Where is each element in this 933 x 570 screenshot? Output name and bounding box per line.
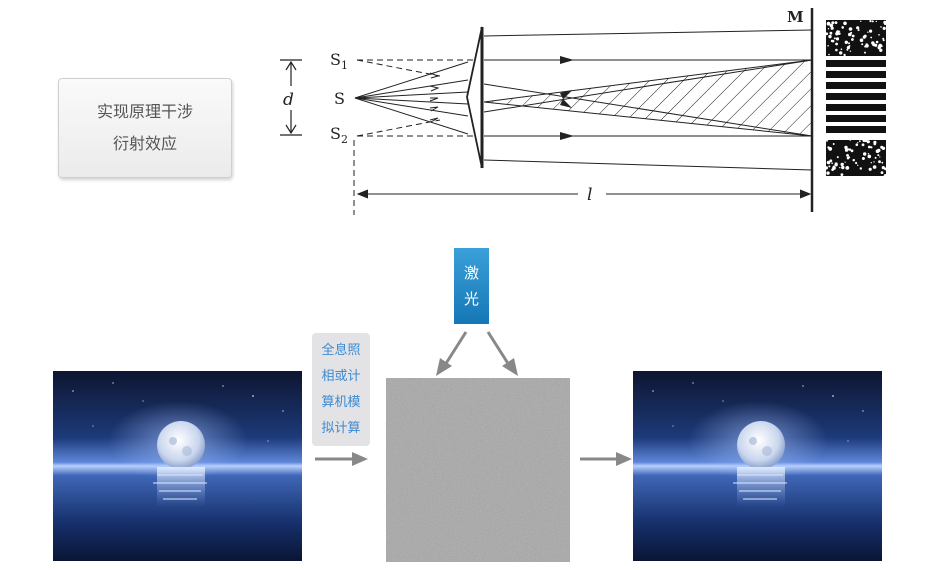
principle-line-1: 实现原理干涉: [96, 102, 193, 121]
interference-region: [484, 60, 812, 136]
principle-line-2: 衍射效应: [112, 134, 177, 153]
source-rays: [354, 61, 469, 135]
hologram-line-2: 相或计: [321, 368, 361, 384]
laser-line-1: 激: [463, 264, 479, 282]
ray-arrows: [560, 56, 574, 140]
laser-line-2: 光: [463, 290, 479, 308]
output-moon-image: [633, 371, 882, 561]
laser-box: 激 光: [454, 248, 489, 324]
label-s1: S1: [330, 50, 348, 72]
label-l: l: [587, 185, 592, 205]
l-dimension: [356, 189, 812, 199]
principle-card: 实现原理干涉 衍射效应: [58, 78, 232, 178]
label-s2: S2: [330, 124, 348, 146]
label-s: S: [334, 89, 345, 108]
biprism: [466, 26, 484, 169]
hologram-line-3: 算机模: [321, 394, 361, 410]
hologram-card: 全息照 相或计 算机模 拟计算: [312, 333, 370, 446]
d-dimension: [280, 59, 302, 136]
output-rays: [483, 29, 813, 171]
virtual-rays: [353, 59, 475, 215]
interference-diagram: d S1 S S2: [280, 8, 888, 215]
hologram-line-1: 全息照: [321, 342, 361, 358]
hologram-line-4: 拟计算: [321, 420, 361, 436]
laser-arrow-right: [486, 331, 511, 366]
input-moon-image: [53, 371, 302, 561]
label-m: M: [787, 8, 804, 26]
laser-arrow-left: [443, 331, 468, 366]
fringe-pattern: [824, 20, 888, 178]
hologram-pattern: [386, 378, 570, 562]
label-d: d: [283, 90, 294, 110]
